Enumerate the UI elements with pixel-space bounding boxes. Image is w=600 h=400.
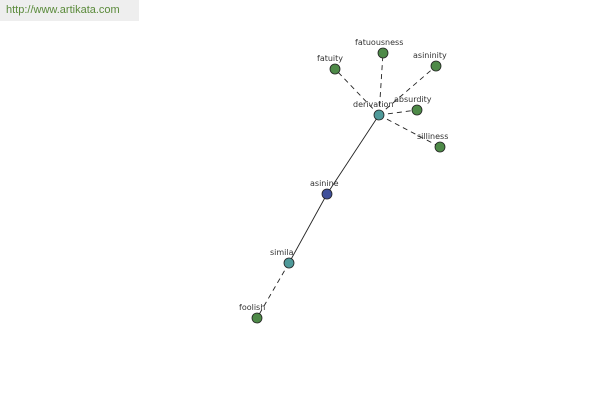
node-label-foolish: foolish	[239, 303, 265, 312]
edge-derivation-asininity	[378, 65, 437, 116]
node-foolish[interactable]	[251, 312, 263, 324]
node-label-asinine: asinine	[310, 179, 339, 188]
node-simila[interactable]	[283, 257, 295, 269]
edge-derivation-silliness	[378, 114, 441, 148]
edge-derivation-absurdity	[378, 109, 418, 116]
edge-derivation-fatuousness	[378, 52, 384, 116]
node-silliness[interactable]	[434, 141, 446, 153]
edges-layer	[256, 52, 441, 319]
node-fatuousness[interactable]	[377, 47, 389, 59]
labels-layer: asinine derivation simila fatuity fatuousnes…	[239, 38, 448, 312]
node-asininity[interactable]	[430, 60, 442, 72]
node-label-silliness: silliness	[417, 132, 448, 141]
node-label-derivation: derivation	[353, 100, 393, 109]
node-label-simila: simila	[270, 248, 294, 257]
node-label-asininity: asininity	[413, 51, 447, 60]
node-derivation[interactable]	[373, 109, 385, 121]
node-label-absurdity: absurdity	[394, 95, 432, 104]
node-fatuity[interactable]	[329, 63, 341, 75]
node-label-fatuity: fatuity	[317, 54, 343, 63]
node-absurdity[interactable]	[411, 104, 423, 116]
edge-derivation-fatuity	[334, 68, 380, 116]
site-watermark: http://www.artikata.com	[0, 0, 139, 21]
nodes-layer	[251, 47, 446, 324]
edge-simila-foolish	[256, 262, 290, 319]
edge-asinine-derivation	[326, 114, 380, 195]
edge-asinine-simila	[288, 193, 328, 264]
node-label-fatuousness: fatuousness	[355, 38, 403, 47]
node-asinine[interactable]	[321, 188, 333, 200]
